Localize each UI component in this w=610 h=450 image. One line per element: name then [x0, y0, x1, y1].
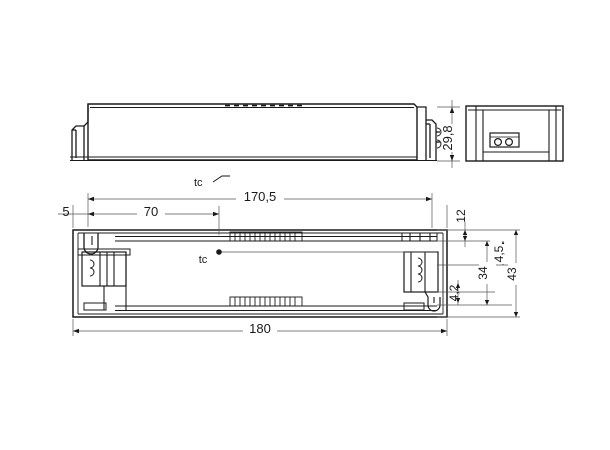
- end-recess-panel: [483, 109, 550, 153]
- plan-extension-lines: [58, 193, 448, 336]
- end-body-outline: [465, 105, 564, 162]
- end-left-rib: [475, 106, 484, 161]
- dimension-width-34: 34: [476, 241, 496, 305]
- end-terminal-block: [489, 132, 520, 148]
- dim-43-label: 43: [505, 267, 519, 281]
- side-elevation-view: tc: [70, 103, 442, 189]
- dimension-length-170-5: 170,5: [88, 189, 432, 205]
- plan-right-terminal-assembly: [401, 232, 441, 312]
- dim-29-8-label: 29,8: [440, 125, 455, 150]
- plan-inner-walls: [77, 232, 444, 315]
- plan-lower-vent-fins: [229, 296, 303, 307]
- dim-4-2-label: 4,2: [447, 284, 461, 301]
- tc-plan-marker-dot: [216, 249, 222, 255]
- side-base-plate: [70, 156, 437, 161]
- dim-70-label: 70: [144, 204, 158, 219]
- side-left-mounting-foot: [71, 104, 89, 160]
- dim-5-label: 5: [62, 204, 69, 219]
- tc-side-label: tc: [194, 177, 203, 189]
- dim-4-5-label: 4,5: [492, 245, 506, 262]
- side-terminal-arcs: [436, 127, 442, 149]
- side-body-outline: [87, 103, 418, 161]
- dimension-height-29-8: 29,8: [437, 100, 460, 168]
- dim-170-5-label: 170,5: [244, 189, 277, 204]
- tc-plan-annotation: tc: [199, 249, 437, 266]
- end-elevation-view: 29,8: [437, 100, 564, 168]
- plan-upper-vent-fins: [229, 231, 303, 242]
- end-right-rib: [548, 106, 557, 161]
- tc-side-annotation: tc: [194, 175, 230, 189]
- dim-34-label: 34: [476, 266, 490, 280]
- plan-left-terminal-assembly: [77, 233, 131, 311]
- dimension-length-180: 180: [73, 321, 447, 338]
- plan-lower-channel: [115, 305, 437, 311]
- dimension-offset-5: 5: [62, 204, 69, 219]
- plan-right-extension-lines: [437, 229, 520, 318]
- dim-12-label: 12: [454, 209, 468, 223]
- dimension-length-70: 70: [88, 204, 219, 221]
- dimension-width-4-2: 4,2: [447, 280, 461, 305]
- dimension-width-4-5: 4,5: [492, 241, 512, 265]
- dimension-width-12: 12: [454, 209, 468, 247]
- dim-180-label: 180: [249, 321, 271, 336]
- plan-upper-channel: [115, 236, 437, 242]
- plan-view: 170,5 70 5 180: [58, 189, 525, 338]
- tc-plan-label: tc: [199, 254, 208, 266]
- dimension-width-43: 43: [505, 230, 525, 317]
- side-right-terminal-profile: [417, 106, 440, 160]
